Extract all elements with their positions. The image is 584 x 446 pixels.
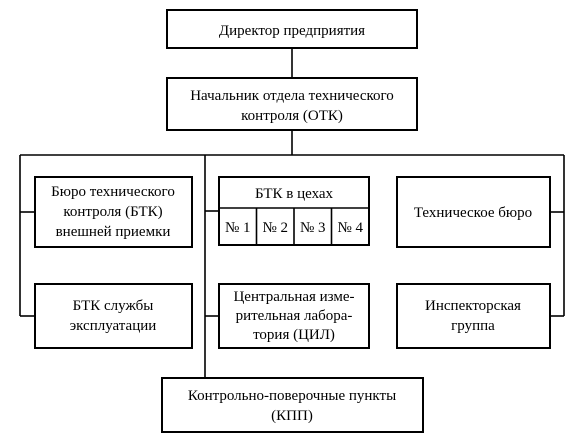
btk-shop-cell: № 1 [225,220,251,236]
kpp-box: Контрольно-поверочные пункты (КПП) [161,377,424,433]
otk-head-box: Начальник отдела технического контроля (… [166,77,418,131]
btk-external-label-line1: Бюро технического [51,184,175,200]
btk-service-label-line2: эксплуатации [70,318,157,334]
director-label: Директор предприятия [219,23,365,39]
cil-label-line2: рительная лабора- [236,308,353,324]
btk-service-label-line1: БТК службы [73,298,154,314]
btk-service-box: БТК службы эксплуатации [34,283,193,349]
otk-head-label-line1: Начальник отдела технического [190,88,394,104]
inspector-group-label-line1: Инспекторская [425,298,521,314]
director-box: Директор предприятия [166,9,418,49]
btk-external-label-line3: внешней приемки [56,224,171,240]
cil-label-line3: тория (ЦИЛ) [253,327,335,343]
btk-shop-cell: № 2 [262,220,288,236]
btk-shop-cell: № 3 [300,220,326,236]
kpp-label-line1: Контрольно-поверочные пункты [188,388,396,404]
otk-head-label-line2: контроля (ОТК) [241,108,343,124]
btk-external-label-line2: контроля (БТК) [63,204,162,220]
btk-shops-title: БТК в цехах [255,186,334,202]
btk-external-box: Бюро технического контроля (БТК) внешней… [34,176,193,248]
btk-shop-cell: № 4 [337,220,363,236]
cil-box: Центральная изме- рительная лабора- тори… [218,283,370,349]
tech-bureau-label: Техническое бюро [414,205,532,221]
tech-bureau-box: Техническое бюро [396,176,551,248]
cil-label-line1: Центральная изме- [233,289,354,305]
btk-shops-box: БТК в цехах № 1 № 2 № 3 № 4 [218,176,370,246]
inspector-group-box: Инспекторская группа [396,283,551,349]
inspector-group-label-line2: группа [451,318,495,334]
kpp-label-line2: (КПП) [271,408,313,424]
